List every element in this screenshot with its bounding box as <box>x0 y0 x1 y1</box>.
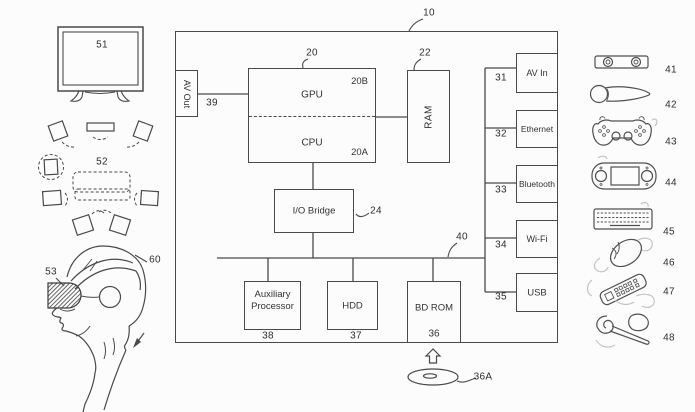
disc-illustration <box>407 348 459 386</box>
ref-console: 10 <box>423 7 435 19</box>
ref-hmd: 60 <box>149 254 161 266</box>
ref-wifi: 34 <box>495 239 507 251</box>
bd-rom-box: BD ROM 36 <box>407 281 461 343</box>
gpu-cpu-box: GPU 20B CPU 20A <box>248 68 376 163</box>
av-in-label: AV In <box>526 68 548 78</box>
ref-ethernet: 32 <box>495 128 507 140</box>
ref-handheld-console: 44 <box>665 177 677 189</box>
remote-control-icon <box>586 273 655 309</box>
mouse-icon <box>593 237 653 273</box>
port-box-bluetooth: Bluetooth <box>516 165 558 203</box>
port-box-av-in: AV In <box>516 53 558 93</box>
ref-av-out: 39 <box>206 97 218 109</box>
ram-label: RAM <box>423 104 434 129</box>
ref-headset: 48 <box>663 332 675 344</box>
gpu-label: GPU <box>301 89 323 101</box>
ref-remote-control: 47 <box>663 286 675 298</box>
ethernet-label: Ethernet <box>520 124 554 134</box>
wifi-label: Wi-Fi <box>526 234 548 244</box>
ref-motion-controller: 42 <box>665 99 677 111</box>
insert-arrow-icon <box>424 348 442 364</box>
io-bridge-box: I/O Bridge <box>274 189 354 233</box>
ref-mouse: 46 <box>663 257 675 269</box>
handheld-console-icon <box>591 155 657 190</box>
ref-disc: 36A <box>473 371 493 383</box>
ref-usb: 35 <box>495 291 507 303</box>
ref-gamepad: 43 <box>665 136 677 148</box>
av-out-label: AV Out <box>181 79 192 108</box>
ram-box: RAM <box>407 70 450 163</box>
ref-processor: 20 <box>306 47 318 59</box>
bluetooth-label: Bluetooth <box>519 179 555 189</box>
port-box-usb: USB <box>516 273 558 312</box>
leader-lines <box>55 18 477 383</box>
bd-rom-ref: 36 <box>428 328 440 340</box>
ref-io-bridge: 24 <box>370 205 382 217</box>
aux-processor-label: Auxiliary Processor <box>251 289 294 312</box>
usb-label: USB <box>527 287 547 298</box>
headset-earpiece-icon <box>595 313 650 348</box>
hmd-visor-icon <box>47 282 82 309</box>
gpu-cpu-divider <box>249 115 375 117</box>
gpu-ref: 20B <box>351 76 368 87</box>
ref-keyboard: 45 <box>663 226 675 238</box>
connection-lines <box>198 67 516 293</box>
av-out-box: AV Out <box>175 70 198 117</box>
hdd-box: HDD <box>327 281 378 330</box>
tv-illustration <box>57 26 144 102</box>
ref-aux-processor: 38 <box>262 330 274 342</box>
ref-av-in: 31 <box>495 72 507 84</box>
ref-hmd-visor: 53 <box>45 266 57 278</box>
bd-rom-label: BD ROM <box>415 302 453 314</box>
gamepad-icon <box>592 116 658 146</box>
motion-controller-icon <box>589 84 651 104</box>
ref-tv: 51 <box>96 39 108 51</box>
aux-processor-box: Auxiliary Processor <box>244 281 301 330</box>
ref-hdd: 37 <box>350 330 362 342</box>
hmd-user-illustration <box>47 245 147 412</box>
ref-speakers: 52 <box>96 156 108 168</box>
stereo-camera-icon <box>594 55 649 69</box>
hdd-label: HDD <box>342 300 363 311</box>
ref-bus: 40 <box>456 231 468 243</box>
ref-stereo-camera: 41 <box>665 64 677 76</box>
cpu-ref: 20A <box>351 147 368 158</box>
io-bridge-label: I/O Bridge <box>292 205 336 217</box>
keyboard-icon <box>593 201 653 230</box>
port-box-wifi: Wi-Fi <box>516 220 558 258</box>
ref-bluetooth: 33 <box>495 184 507 196</box>
cpu-label: CPU <box>301 137 323 149</box>
ref-ram: 22 <box>419 47 431 59</box>
speaker-layout-illustration <box>38 120 160 236</box>
peripheral-illustrations <box>586 55 658 348</box>
port-box-ethernet: Ethernet <box>516 110 558 148</box>
